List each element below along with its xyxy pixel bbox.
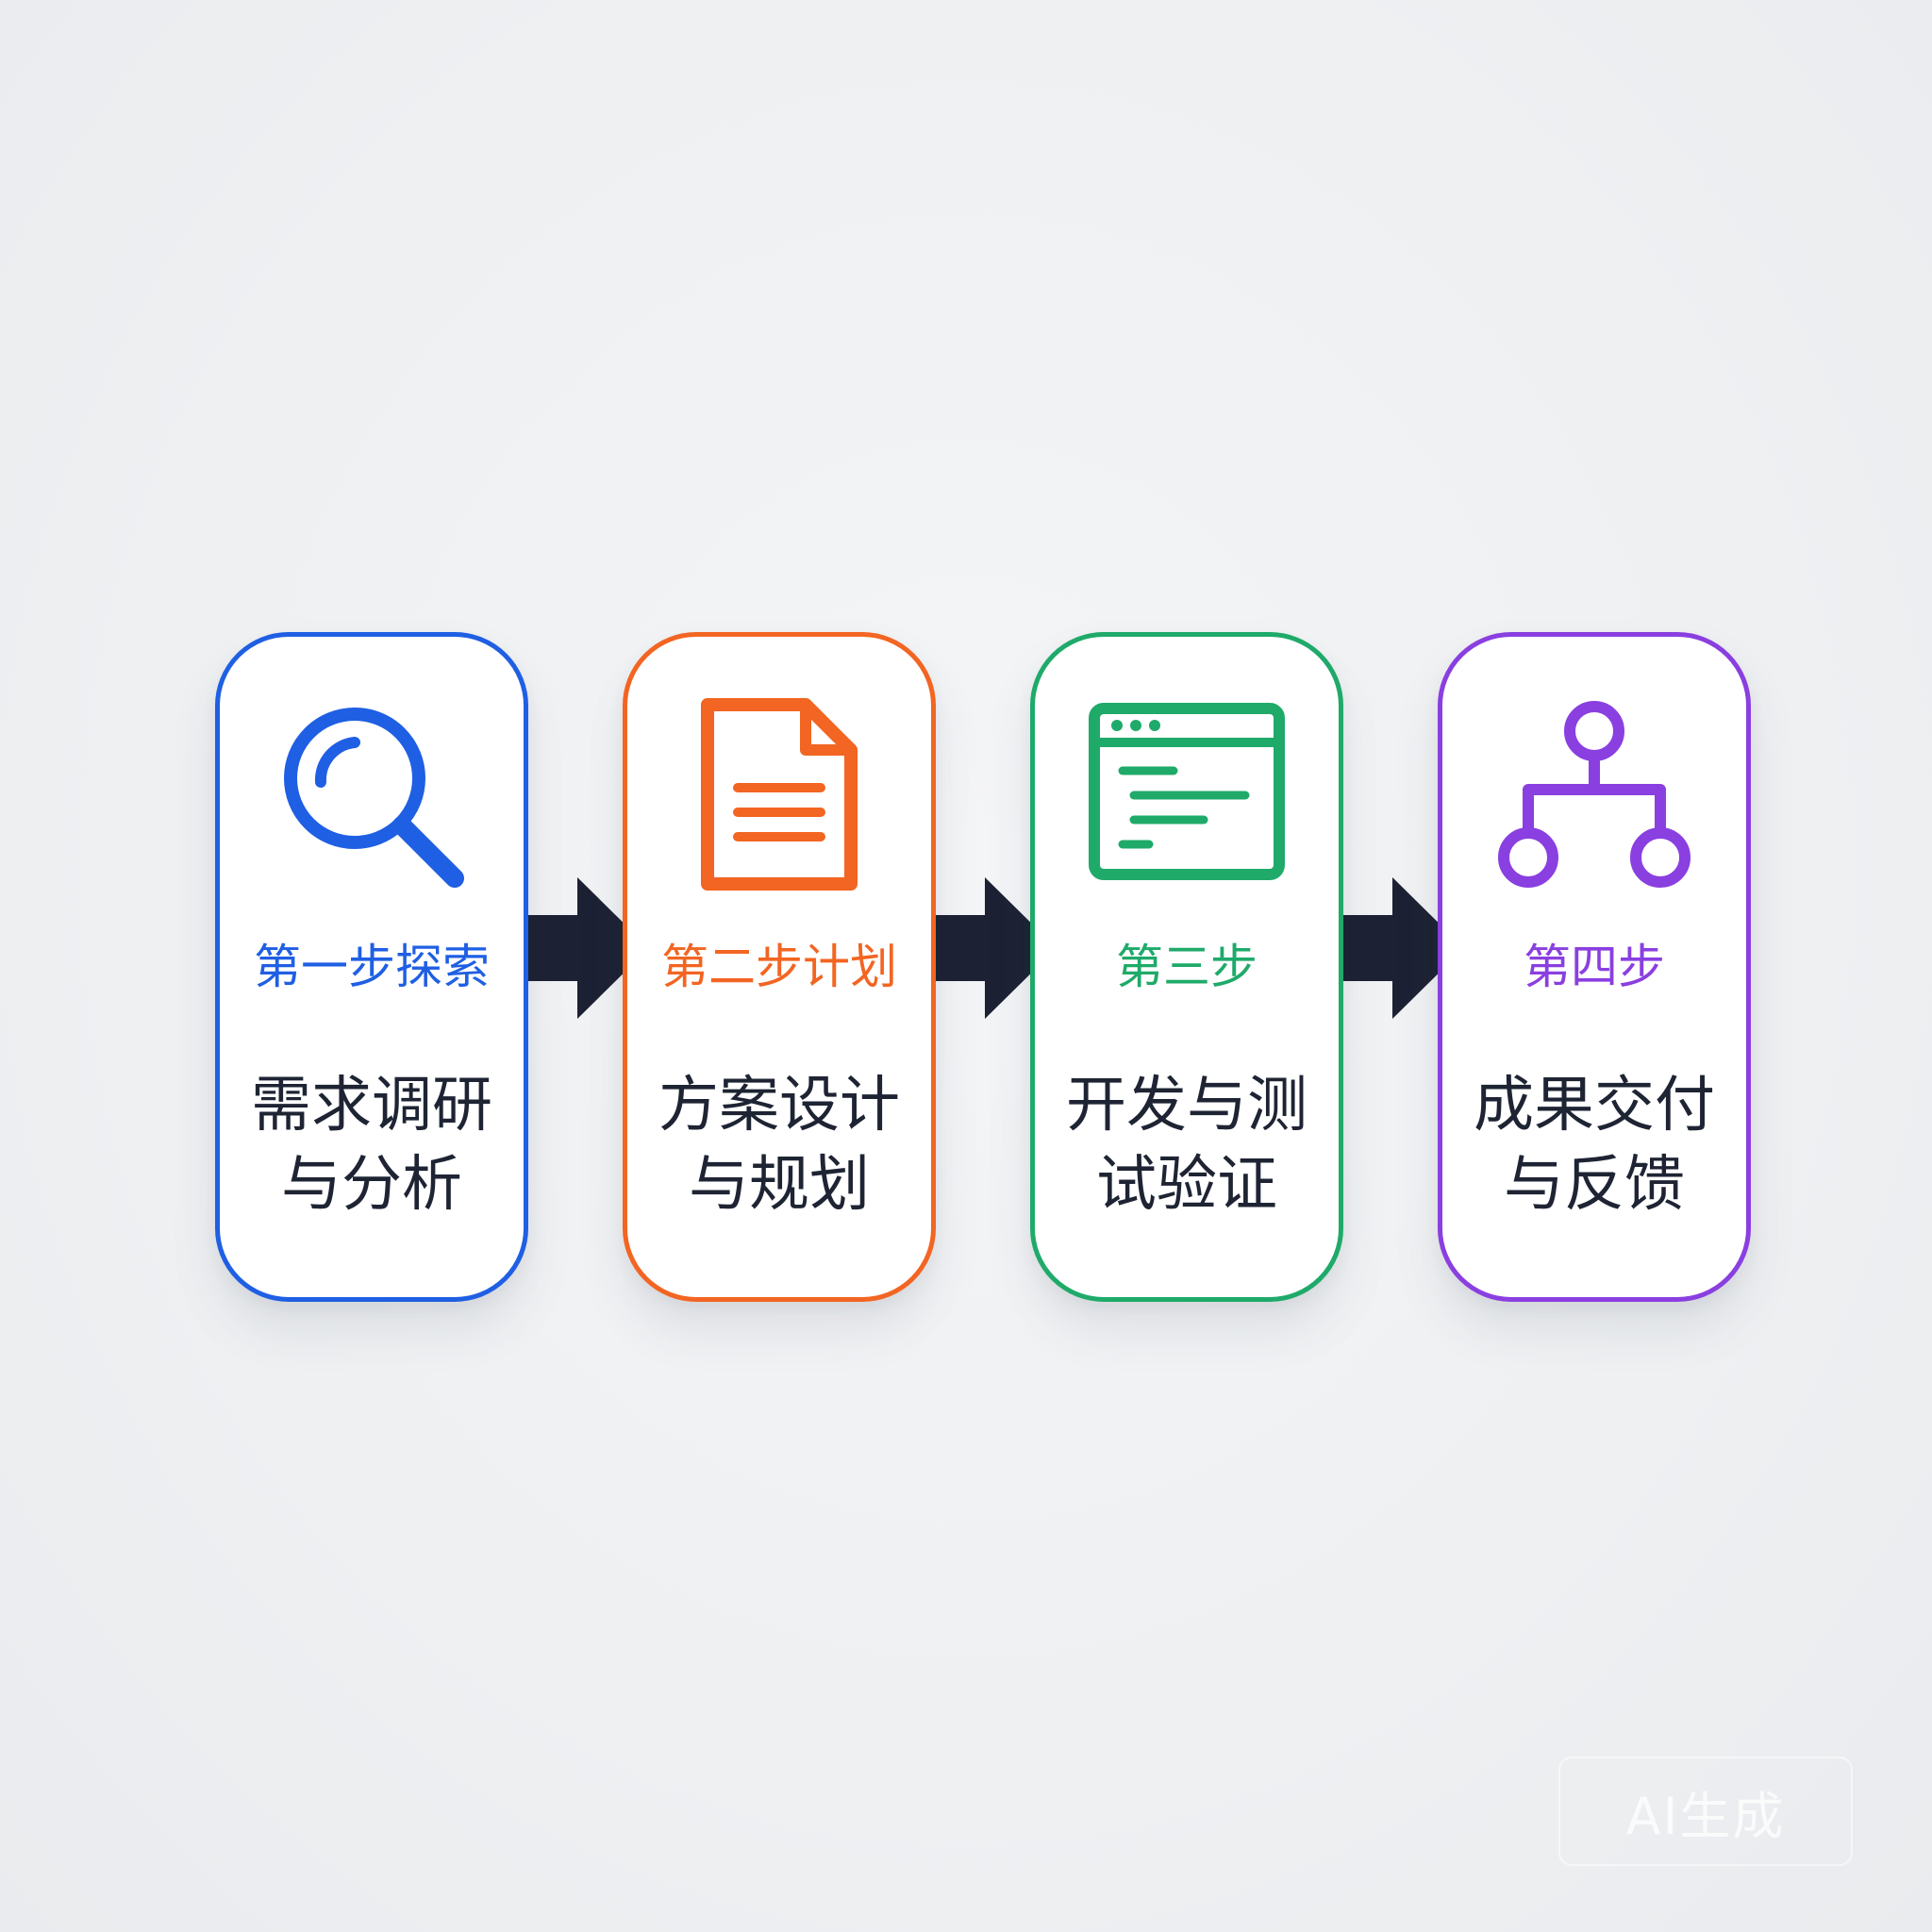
watermark: AI生成 [1558,1757,1853,1866]
flow-arrow-2 [936,877,1057,1019]
step-card-3: 第三步 开发与测 试验证 [1030,632,1343,1302]
step-description: 开发与测 试验证 [1054,1066,1320,1224]
step-card-4: 第四步 成果交付 与反馈 [1438,632,1751,1302]
step-description-line: 需求调研 [251,1071,492,1141]
magnifier-icon [268,691,475,899]
step-card-1: 第一步探索 需求调研 与分析 [215,632,528,1302]
step-description: 成果交付 与反馈 [1461,1066,1727,1224]
step-description: 需求调研 与分析 [239,1066,505,1224]
step-label: 第一步探索 [254,940,490,994]
step-description-line: 与分析 [281,1150,462,1220]
step-label: 第四步 [1524,940,1665,994]
step-label: 第三步 [1116,940,1257,994]
step-description-line: 成果交付 [1474,1071,1715,1141]
hierarchy-icon [1491,691,1698,899]
step-description-line: 开发与测 [1066,1071,1307,1141]
step-label: 第二步计划 [661,940,897,994]
document-icon [675,691,883,899]
step-description: 方案设计 与规划 [646,1066,912,1224]
flow-arrow-3 [1343,877,1464,1019]
step-description-line: 方案设计 [658,1071,900,1141]
step-card-2: 第二步计划 方案设计 与规划 [623,632,936,1302]
step-description-line: 与反馈 [1504,1150,1685,1220]
flow-arrow-1 [528,877,649,1019]
step-description-line: 与规划 [689,1150,870,1220]
step-description-line: 试验证 [1096,1150,1277,1220]
code-window-icon [1083,691,1291,899]
